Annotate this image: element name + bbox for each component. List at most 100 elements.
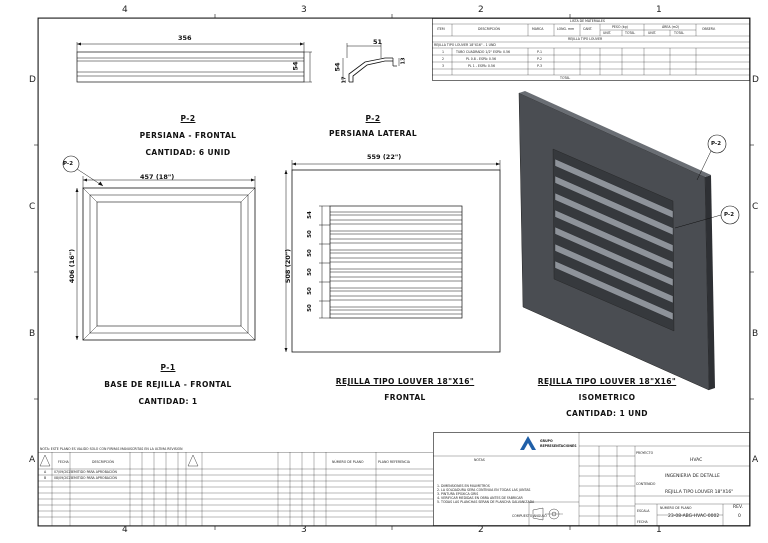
revision-header-reference: PLANO REFERENCIA — [378, 460, 410, 464]
bom-sub-total-weight: TOTAL — [625, 31, 636, 35]
iso-subtitle: ISOMETRICO — [578, 393, 636, 402]
p1-quantity: CANTIDAD: 1 — [138, 397, 198, 406]
bom-header-brand: MARCA — [532, 27, 544, 31]
p2-lateral-tag: P-2 — [365, 114, 381, 123]
zone-label-right-b: B — [752, 329, 759, 339]
bom-header-item: ITEM — [437, 27, 445, 31]
note-5: 5. TODAS LAS PLANCHAS SERAN DE PLANCHA G… — [437, 500, 535, 504]
revision-row-1-date: 07/09/2025 — [54, 470, 73, 474]
bom-row-2-description: PL 0.8 - ESPA: 0.56 — [466, 57, 497, 61]
zone-label-right-c: C — [752, 202, 759, 212]
revision-label: REV. — [733, 505, 743, 510]
p2-lateral-dimension-b: 54 — [333, 62, 342, 72]
content-line-2: REJILLA TIPO LOUVER 18"X16" — [665, 490, 734, 495]
bom-header-qty: CANT. — [583, 27, 593, 31]
frontal-height-dimension: 508 (20") — [284, 248, 293, 284]
iso-quantity: CANTIDAD: 1 UND — [566, 409, 648, 418]
p2-height-dimension: 54 — [291, 61, 300, 71]
p2-lateral-dimension-a: 51 — [373, 38, 383, 46]
bom-section: REJILLA TIPO LOUVER — [568, 37, 603, 41]
p2-lateral-title: PERSIANA LATERAL — [328, 129, 418, 138]
bom-row-1-item: 1 — [442, 50, 445, 54]
zone-label-bottom-2: 2 — [478, 525, 484, 535]
bom-row-1-description: TUBO CUADRADO 1/2" ESPA: 0.56 — [456, 50, 511, 54]
grille-isometric-view — [518, 91, 740, 391]
p1-title: BASE DE REJILLA - FRONTAL — [104, 380, 232, 389]
bom-group: REJILLA TIPO LOUVER 18"X16" - 1 UND — [434, 43, 496, 47]
revision-value: 0 — [738, 514, 741, 519]
revision-table — [38, 452, 433, 526]
bom-footer: TOTAL — [560, 76, 571, 80]
zone-label-left-d: D — [29, 75, 36, 85]
company-logo-text: GRUPO — [540, 439, 553, 443]
zone-label-left-b: B — [29, 329, 36, 339]
note-3: 3. PINTURA EPOXICA GRIS — [437, 492, 479, 496]
bom-row-3-brand: P-3 — [537, 64, 543, 68]
zone-label-bottom-1: 1 — [656, 525, 662, 535]
bom-header-weight: PESO (kg) — [612, 25, 628, 29]
projection-label: COMPUESTO ANGULO — [512, 514, 547, 518]
bom-row-3-item: 3 — [442, 64, 445, 68]
grille-assembly-frontal-view — [284, 160, 501, 353]
bom-row-2-item: 2 — [442, 57, 445, 61]
date-label: FECHA — [637, 520, 648, 524]
louver-blade-lateral-view — [342, 43, 400, 83]
slat-spacing-1: 54 — [306, 211, 313, 219]
bom-title: LISTA DE MATERIALES — [570, 19, 605, 23]
p2-length-dimension: 356 — [178, 34, 192, 42]
louver-blade-frontal-view — [76, 42, 312, 83]
iso-balloon-1-label: P-2 — [711, 141, 722, 147]
content-line-1: INGENIERIA DE DETALLE — [665, 474, 720, 479]
drawing-number-label: NÚMERO DE PLANO — [660, 506, 692, 510]
scale-label: ESCALA — [637, 509, 650, 513]
revision-header-description: DESCRIPCIÓN — [92, 460, 114, 464]
p1-tag: P-1 — [160, 363, 176, 372]
p2-frontal-quantity: CANTIDAD: 6 UNID — [145, 148, 231, 157]
bom-row-3-description: PL 1 - ESPA: 0.56 — [468, 64, 495, 68]
bom-header-observations: OBSERV. — [702, 27, 716, 31]
slat-spacing-2: 50 — [306, 230, 313, 238]
bom-sub-unit-weight: UNIT. — [603, 31, 612, 35]
content-label: CONTENIDO — [636, 482, 656, 486]
iso-balloon-2-label: P-2 — [724, 212, 735, 218]
revision-row-2-date: 08/09/2025 — [54, 476, 73, 480]
bill-of-materials-table — [432, 18, 750, 81]
bom-row-1-brand: P-1 — [537, 50, 543, 54]
revision-row-2-rev: B — [44, 476, 47, 480]
title-block — [433, 432, 750, 526]
slat-spacing-3: 50 — [306, 249, 313, 257]
bom-header-area: ÁREA (m2) — [662, 25, 680, 29]
revision-row-1-rev: A — [44, 470, 47, 474]
zone-label-bottom-4: 4 — [122, 525, 128, 535]
bom-sub-unit-area: UNIT. — [648, 31, 657, 35]
zone-label-bottom-3: 3 — [301, 525, 307, 535]
note-4: 4. VERIFICAR MEDIDAS EN OBRA ANTES DE FA… — [437, 496, 523, 500]
revision-row-1-description: EMITIDO PARA APROBACIÓN — [72, 470, 117, 474]
bom-row-2-brand: P-2 — [537, 57, 543, 61]
zone-label-top-1: 1 — [656, 5, 662, 15]
notes-title: NOTAS — [474, 458, 485, 462]
company-logo-subtext: REPRESENTACIONES — [540, 444, 577, 448]
bom-header-description: DESCRIPCIÓN — [478, 27, 500, 31]
slat-spacing-5: 50 — [306, 287, 313, 295]
bom-sub-total-area: TOTAL — [674, 31, 685, 35]
drawing-number: 23-08-ABG-HVAC-0002 — [668, 514, 720, 519]
frontal-width-dimension: 559 (22") — [367, 153, 402, 161]
zone-label-top-2: 2 — [478, 5, 484, 15]
p2-lateral-dimension-d: 13 — [400, 57, 407, 65]
note-2: 2. LA SOLDADURA SERA CONTINUA EN TODAS L… — [437, 488, 531, 492]
revision-note: NOTA: ESTE PLANO ES VALIDO SOLO CON FIRM… — [40, 447, 183, 451]
bom-header-length: LONG. mm — [557, 27, 575, 31]
zone-label-left-a: A — [29, 455, 36, 465]
zone-label-right-a: A — [752, 455, 759, 465]
zone-label-right-d: D — [752, 75, 759, 85]
project-label: PROYECTO — [636, 451, 654, 455]
note-1: 1. DIMENSIONES EN MILIMETROS — [437, 484, 490, 488]
p1-height-dimension: 406 (16") — [68, 248, 77, 284]
frontal-subtitle: FRONTAL — [384, 393, 426, 402]
revision-header-drawing-number: NÚMERO DE PLANO — [332, 460, 364, 464]
p2-lateral-dimension-c: 17 — [341, 76, 348, 84]
p1-width-dimension: 457 (18") — [140, 173, 175, 181]
zone-label-top-4: 4 — [122, 5, 128, 15]
